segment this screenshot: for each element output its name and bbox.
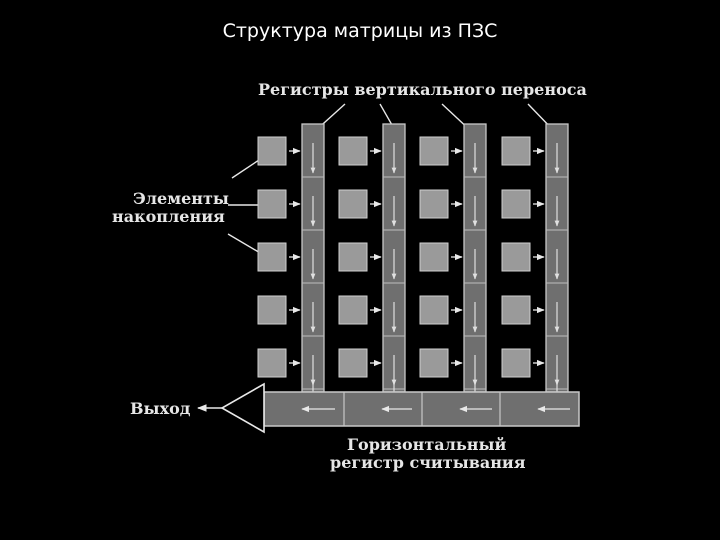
slide-title: Структура матрицы из ПЗС [222, 20, 498, 42]
storage-elements-label-line1: Элементы [133, 189, 229, 208]
vertical-registers-label: Регистры вертикального переноса [258, 80, 587, 99]
storage-cell [257, 242, 287, 272]
storage-cell [419, 189, 449, 219]
storage-cell [338, 348, 368, 378]
storage-cell [338, 189, 368, 219]
output-amplifier [197, 382, 265, 434]
storage-element-pointers [227, 157, 263, 255]
storage-cell [501, 189, 531, 219]
storage-cell [257, 189, 287, 219]
storage-cell [419, 348, 449, 378]
storage-cell [419, 136, 449, 166]
output-label: Выход [130, 399, 191, 418]
storage-cell [257, 348, 287, 378]
storage-cell [501, 295, 531, 325]
storage-cell [257, 136, 287, 166]
storage-elements-label-line2: накопления [112, 207, 225, 226]
storage-cell [501, 348, 531, 378]
storage-cell [419, 295, 449, 325]
horizontal-readout-register [263, 391, 580, 427]
storage-cell [338, 242, 368, 272]
storage-cell [501, 136, 531, 166]
storage-cell [419, 242, 449, 272]
storage-cell [501, 242, 531, 272]
storage-cell [338, 136, 368, 166]
storage-cell [338, 295, 368, 325]
vertical-register-pointers [313, 103, 556, 133]
horizontal-register-label-line2: регистр считывания [330, 453, 526, 472]
horizontal-register-label-line1: Горизонтальный [347, 435, 507, 454]
storage-cell [257, 295, 287, 325]
